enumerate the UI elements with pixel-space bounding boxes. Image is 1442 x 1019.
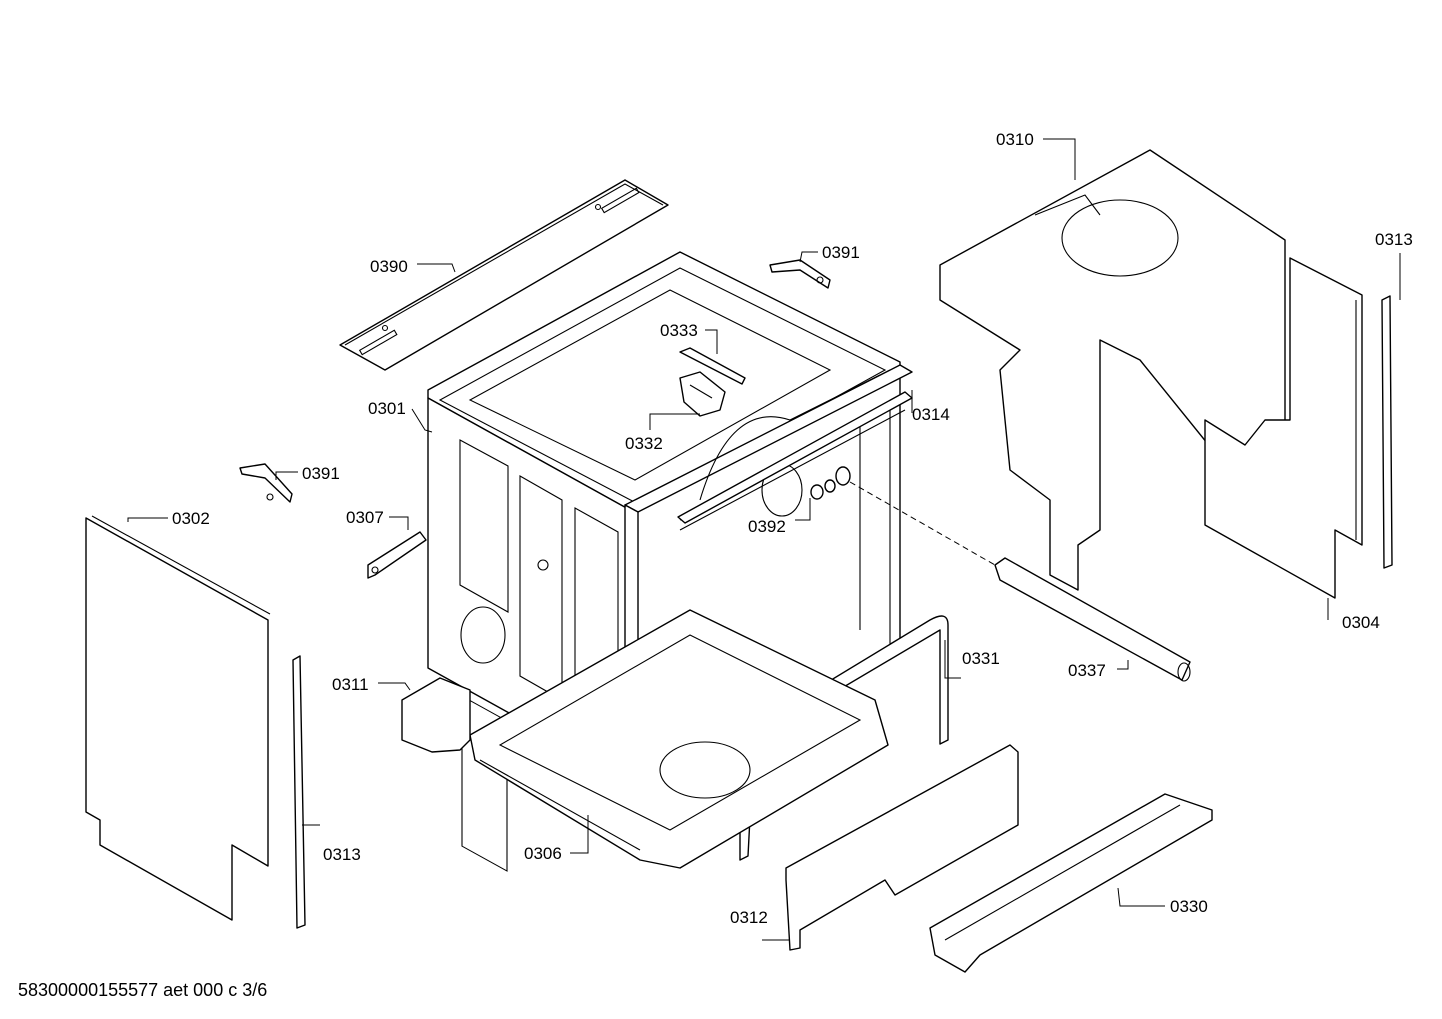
part-0302-side-panel [85,515,271,921]
part-0304-rear-panel [1204,257,1363,599]
callout-0332: 0332 [625,434,663,453]
callout-0333: 0333 [660,321,698,340]
callout-0330: 0330 [1170,897,1208,916]
callout-0312: 0312 [730,908,768,927]
part-0391-bracket-top [769,259,831,289]
part-0313-trim-right [1381,295,1393,569]
assembly-line-0392-0337 [849,481,996,566]
callout-0301: 0301 [368,399,406,418]
callout-0392: 0392 [748,517,786,536]
callout-0307: 0307 [346,508,384,527]
part-0390-top-plate [339,179,669,371]
callout-0313-right: 0313 [1375,230,1413,249]
part-0333-lever [679,347,746,385]
callout-0311: 0311 [332,675,369,694]
drawing-reference-code: 58300000155577 aet 000 c 3/6 [18,980,268,1000]
callout-0314: 0314 [912,405,950,424]
callout-0331: 0331 [962,649,1000,668]
callout-0310: 0310 [996,130,1034,149]
callout-0391-left: 0391 [302,464,340,483]
part-0312-insulation [785,744,1019,951]
part-0337-tube [994,557,1191,682]
callout-0337: 0337 [1068,661,1106,680]
leader-lines [127,138,1401,941]
part-0391-bracket-left [239,463,293,503]
part-0332-door-lock [679,371,726,417]
callout-0313-left: 0313 [323,845,361,864]
callout-0390: 0390 [370,257,408,276]
callout-0304: 0304 [1342,613,1380,632]
callout-0306: 0306 [524,844,562,863]
part-0330-base-rail [929,793,1213,973]
part-0392-fittings [810,466,851,500]
callout-0302: 0302 [172,509,210,528]
callout-0391-top: 0391 [822,243,860,262]
part-0307-bracket [367,531,427,579]
part-0306-base [469,609,889,869]
part-0311-insulation [401,677,471,753]
part-0313-trim-left [292,655,306,929]
